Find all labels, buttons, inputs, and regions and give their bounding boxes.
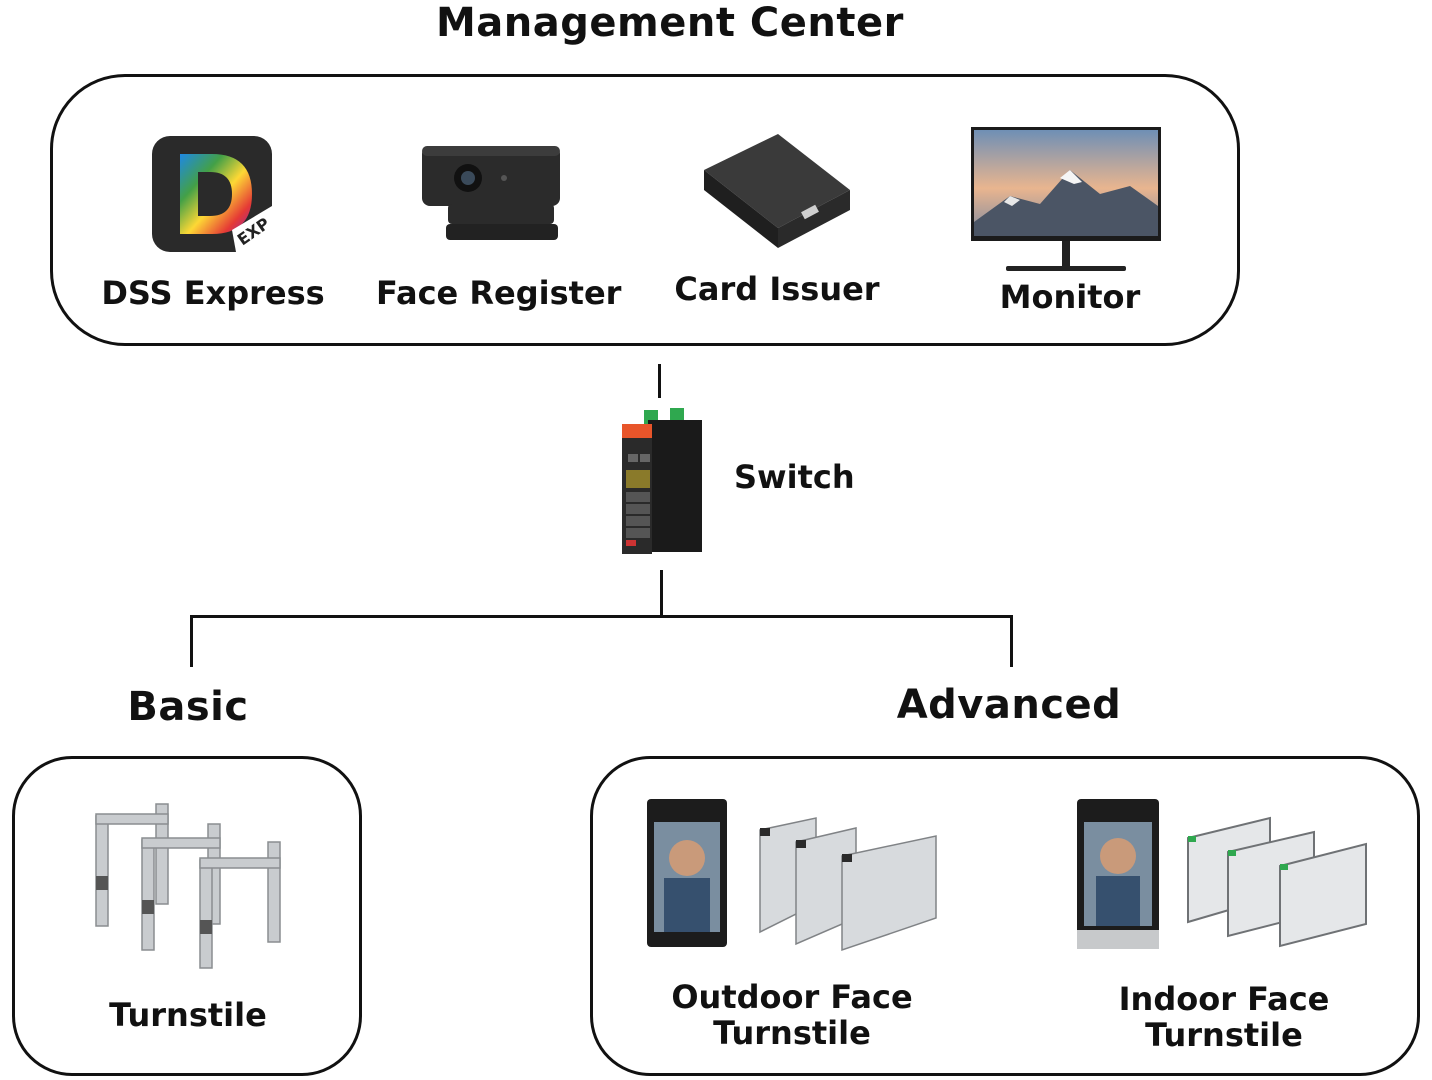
indoor-face-terminal-icon [1076, 798, 1160, 950]
outdoor-face-terminal-icon [646, 798, 728, 948]
basic-box [12, 756, 362, 1076]
connector-advanced [1010, 615, 1013, 667]
connector-horizontal [190, 615, 1013, 618]
webcam-icon [418, 140, 564, 244]
card-reader-icon [700, 132, 856, 250]
dss-express-label: DSS Express [101, 274, 325, 312]
indoor-face-turnstile-label-line2: Turnstile [1145, 1016, 1303, 1054]
indoor-turnstile-icon [1184, 814, 1368, 948]
outdoor-turnstile-icon [756, 808, 940, 954]
outdoor-face-turnstile-label-line1: Outdoor Face [671, 978, 913, 1016]
indoor-face-turnstile-label-line1: Indoor Face [1118, 980, 1330, 1018]
basic-title: Basic [127, 684, 249, 730]
connector-switch-down [660, 570, 663, 618]
face-register-label: Face Register [376, 274, 622, 312]
management-center-box [50, 74, 1240, 346]
turnstile-icon [88, 796, 288, 972]
outdoor-face-turnstile-label-line2: Turnstile [713, 1014, 871, 1052]
connector-basic [190, 615, 193, 667]
advanced-box [590, 756, 1420, 1076]
advanced-title: Advanced [896, 682, 1122, 728]
management-center-title: Management Center [436, 0, 904, 46]
dss-express-app-icon: EXP [150, 134, 276, 254]
card-issuer-label: Card Issuer [674, 270, 880, 308]
connector-top [658, 364, 661, 398]
switch-label: Switch [734, 458, 855, 496]
monitor-icon [970, 126, 1164, 278]
monitor-label: Monitor [999, 278, 1141, 316]
turnstile-label: Turnstile [109, 996, 267, 1034]
network-switch-icon [618, 406, 708, 556]
